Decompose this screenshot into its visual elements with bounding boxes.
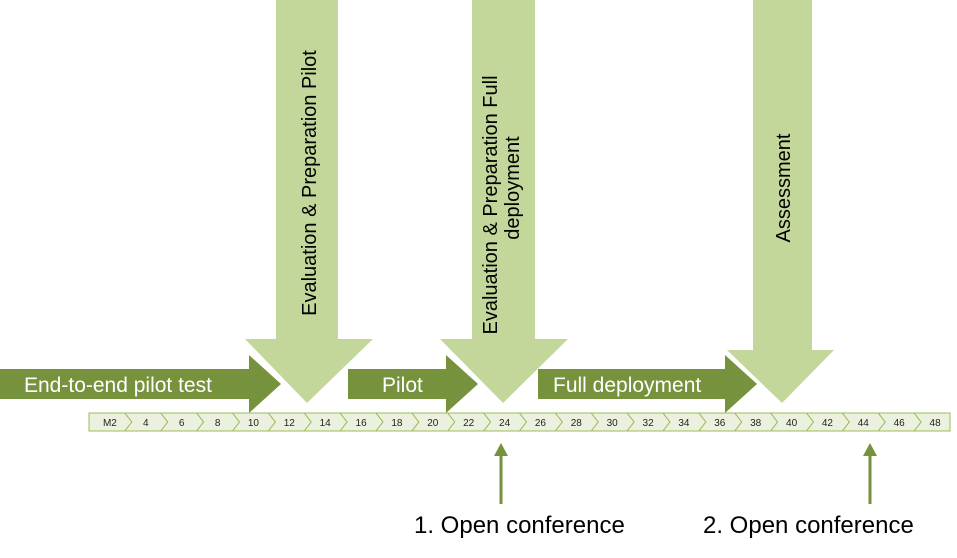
vertical-arrow-assessment-shape xyxy=(727,0,834,403)
milestone-1-marker-arrowhead xyxy=(494,443,508,456)
timeline-tick-label: 8 xyxy=(215,418,221,429)
timeline-segment xyxy=(913,412,951,432)
vertical-arrow-evaluation-full: Evaluation & Preparation Full deployment xyxy=(440,0,568,403)
timeline-tick-label: 28 xyxy=(571,418,583,429)
timeline-tick-label: 30 xyxy=(607,418,619,429)
timeline-tick-label: 12 xyxy=(284,418,296,429)
vertical-arrow-evaluation-pilot-shape xyxy=(245,0,373,403)
timeline-tick-label: 38 xyxy=(750,418,762,429)
vertical-arrow-assessment: Assessment xyxy=(727,0,834,403)
timeline-tick-label: 22 xyxy=(463,418,475,429)
milestone-1: 1. Open conference xyxy=(414,443,625,539)
horizontal-arrow-pilot-label: Pilot xyxy=(382,374,423,397)
timeline-tick-label: 46 xyxy=(894,418,906,429)
timeline-tick-label: 14 xyxy=(320,418,332,429)
vertical-arrow-evaluation-pilot: Evaluation & Preparation Pilot xyxy=(245,0,373,403)
timeline-tick-label: 18 xyxy=(391,418,403,429)
timeline-tick-label: 42 xyxy=(822,418,834,429)
timeline-tick-label: 34 xyxy=(678,418,690,429)
timeline-tick-label: 10 xyxy=(248,418,260,429)
horizontal-arrow-full-deployment: Full deployment xyxy=(538,355,757,413)
vertical-arrow-evaluation-full-label-line2: deployment xyxy=(502,136,524,240)
milestone-2-label: 2. Open conference xyxy=(703,512,914,539)
timeline-tick-label: 24 xyxy=(499,418,511,429)
horizontal-arrow-pilot: Pilot xyxy=(348,355,478,413)
horizontal-arrow-end-to-end-pilot-test: End-to-end pilot test xyxy=(0,355,281,413)
milestone-1-label: 1. Open conference xyxy=(414,512,625,539)
vertical-arrow-evaluation-full-shape xyxy=(440,0,568,403)
timeline-tick-label: 6 xyxy=(179,418,185,429)
horizontal-arrow-pilot-shape xyxy=(348,355,478,413)
vertical-arrow-evaluation-pilot-label: Evaluation & Preparation Pilot xyxy=(299,50,321,316)
vertical-arrow-assessment-label: Assessment xyxy=(773,133,795,242)
timeline-tick-label: 40 xyxy=(786,418,798,429)
milestone-2-marker-arrowhead xyxy=(863,443,877,456)
timeline-tick-label: 20 xyxy=(427,418,439,429)
vertical-arrow-evaluation-full-label-line1: Evaluation & Preparation Full xyxy=(480,75,502,334)
timeline-tick-label: 26 xyxy=(535,418,547,429)
horizontal-arrow-end-to-end-shape xyxy=(0,355,281,413)
timeline-tick-label: 36 xyxy=(714,418,726,429)
timeline-tick-label: 4 xyxy=(143,418,149,429)
timeline-tick-label: 32 xyxy=(643,418,655,429)
timeline-tick-label: 16 xyxy=(356,418,368,429)
timeline-tick-label: 44 xyxy=(858,418,870,429)
milestone-2: 2. Open conference xyxy=(703,443,914,539)
horizontal-arrow-full-deployment-label: Full deployment xyxy=(553,374,701,397)
timeline-tick-label: 48 xyxy=(930,418,942,429)
horizontal-arrow-full-deployment-shape xyxy=(538,355,757,413)
horizontal-arrow-end-to-end-label: End-to-end pilot test xyxy=(24,374,212,397)
timeline-tick-label: M2 xyxy=(103,418,117,429)
